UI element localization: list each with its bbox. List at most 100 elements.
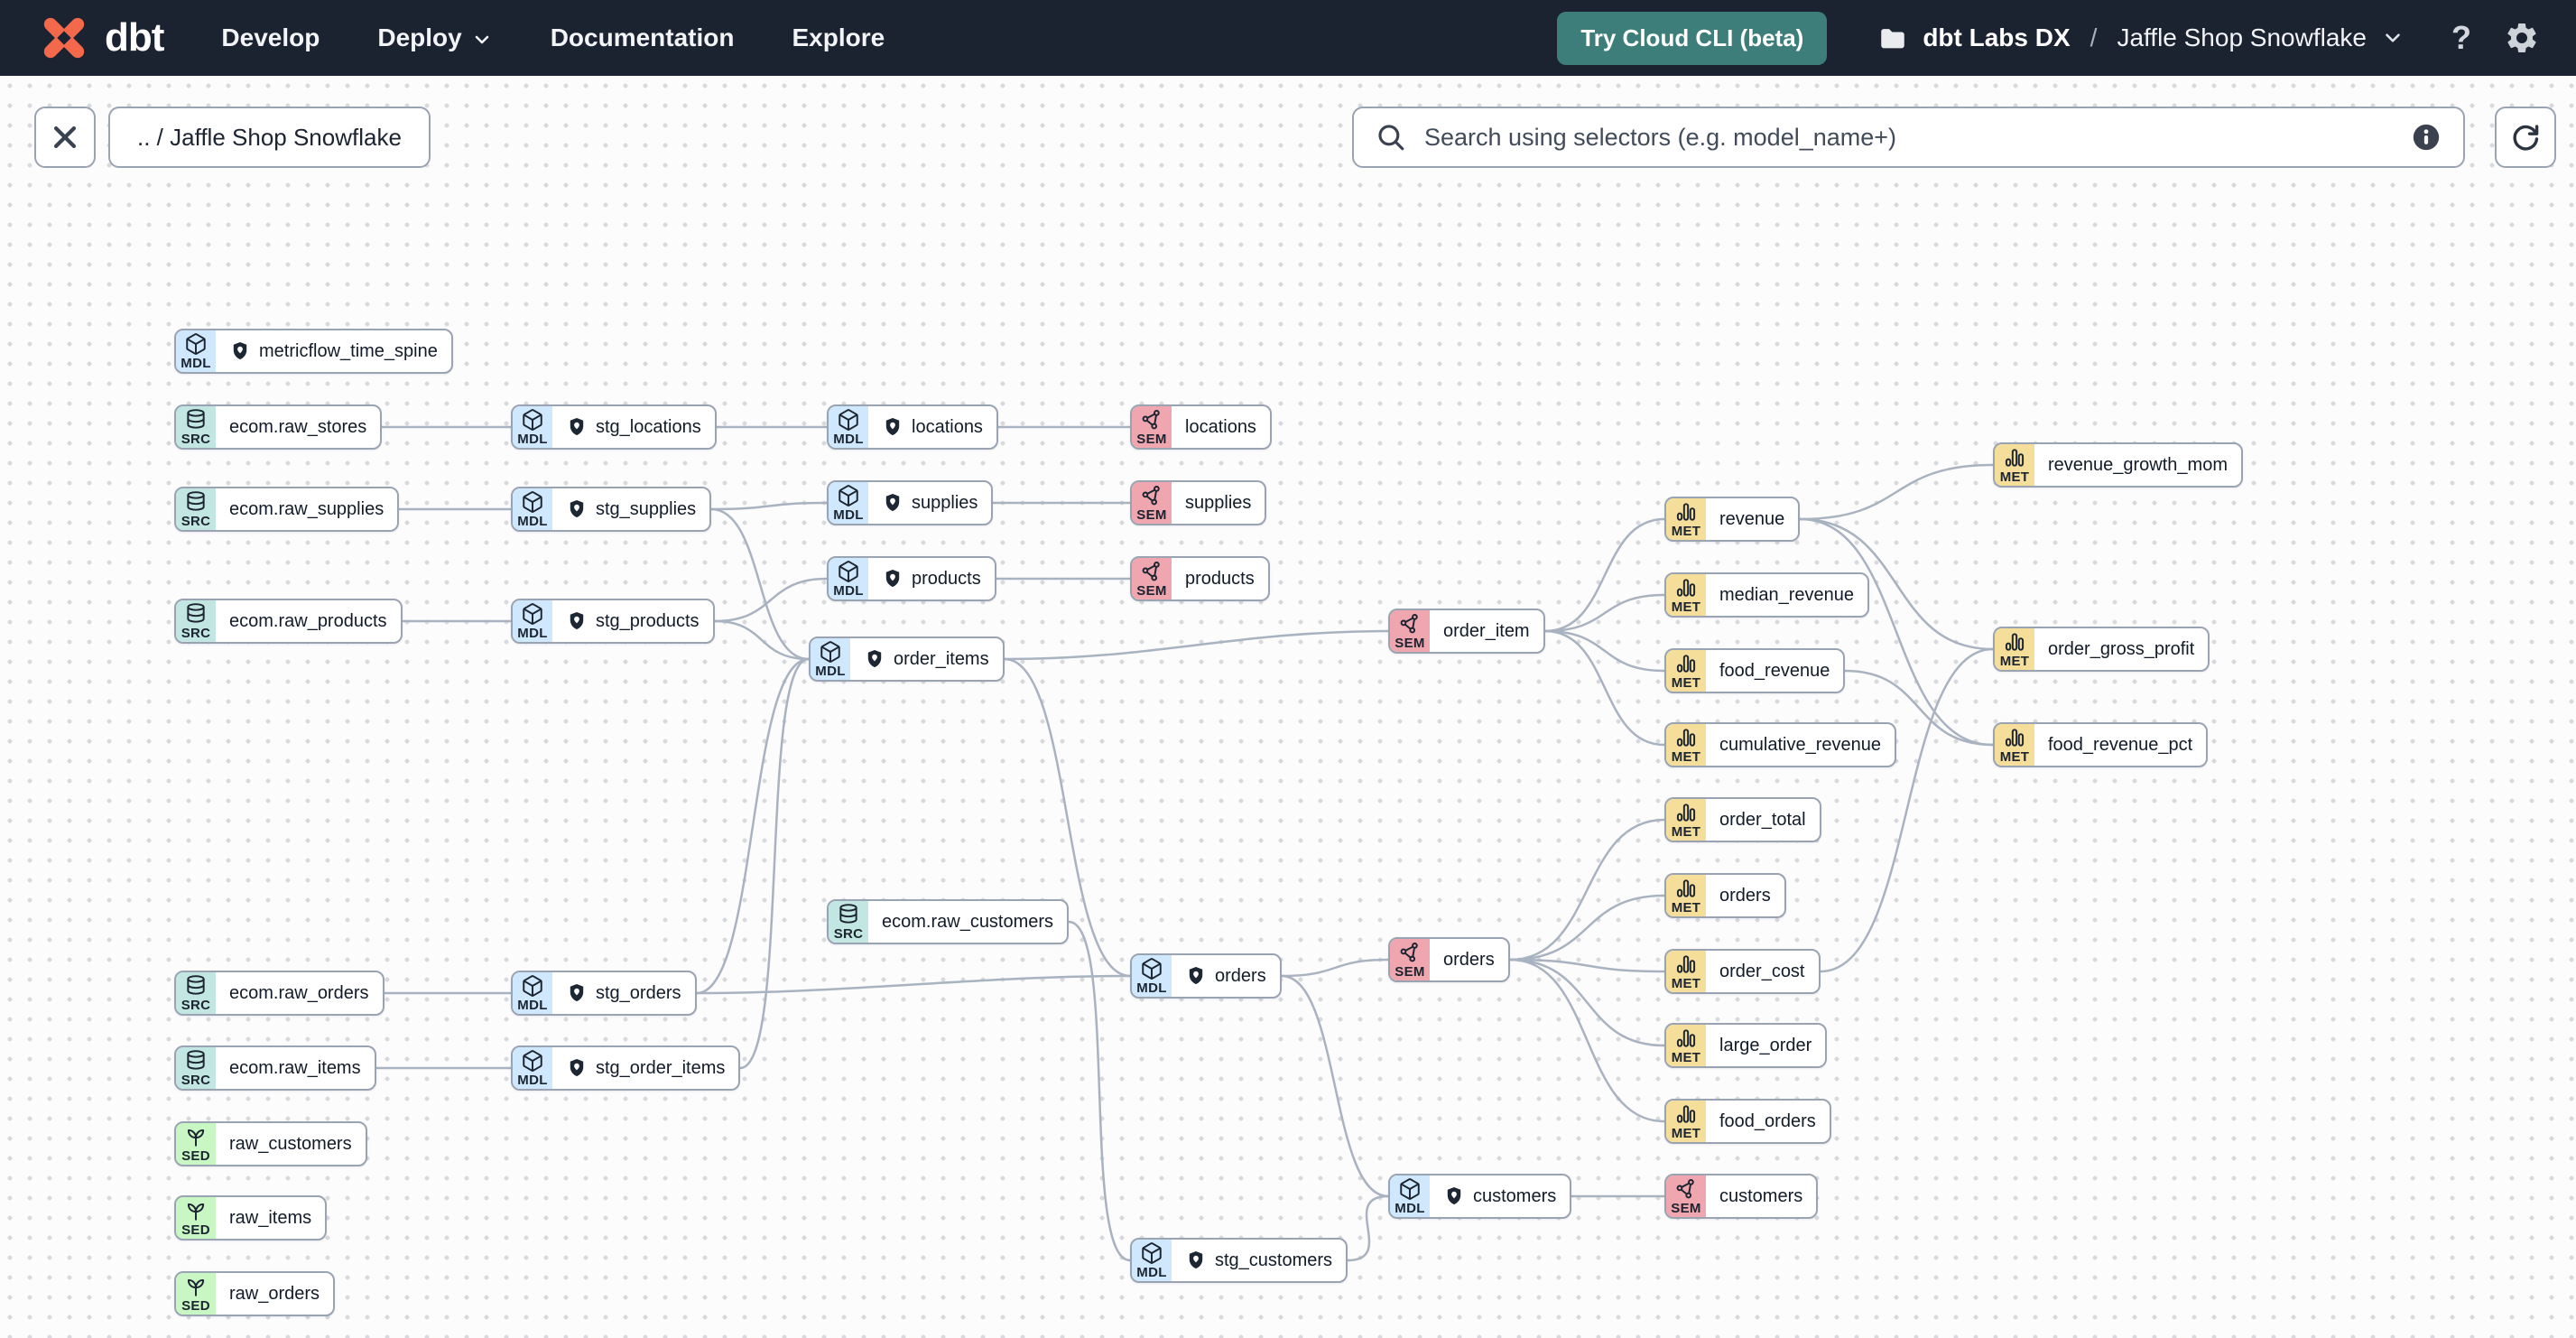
node-label: supplies <box>1185 492 1252 513</box>
node-label: metricflow_time_spine <box>216 330 451 372</box>
nav-deploy[interactable]: Deploy <box>377 23 492 52</box>
node-kind-label: MDL <box>517 626 548 641</box>
info-icon[interactable] <box>2411 122 2442 153</box>
database-icon <box>184 490 208 514</box>
node-label: cumulative_revenue <box>1719 734 1881 755</box>
nav-documentation[interactable]: Documentation <box>550 23 735 51</box>
network-icon <box>1398 941 1422 964</box>
graph-node-supplies_sem[interactable]: SEM supplies <box>1130 480 1267 525</box>
dbt-logo[interactable]: dbt <box>36 10 164 66</box>
node-label: stg_order_items <box>552 1047 738 1089</box>
top-nav-bar: dbt Develop Deploy Documentation Explore… <box>0 0 2576 76</box>
bar-chart-icon <box>2003 630 2026 654</box>
network-icon <box>1140 408 1163 432</box>
node-kind-badge: MDL <box>513 1047 552 1089</box>
node-kind-badge: SRC <box>176 488 216 530</box>
close-icon <box>53 125 77 149</box>
dbt-logo-icon <box>43 17 85 59</box>
network-icon <box>1674 1177 1698 1201</box>
node-kind-label: SRC <box>181 998 211 1013</box>
brand-text: dbt <box>105 15 164 60</box>
seedling-icon <box>184 1275 208 1298</box>
cube-icon <box>1398 1177 1422 1201</box>
node-kind-label: SED <box>181 1148 210 1164</box>
seedling-icon <box>184 1125 208 1148</box>
node-label: locations <box>1185 416 1256 437</box>
graph-node-stg_order_items[interactable]: MDL stg_order_items <box>511 1045 741 1091</box>
node-kind-badge: MDL <box>513 488 552 530</box>
selector-search <box>1352 107 2465 168</box>
search-input[interactable] <box>1422 122 2395 153</box>
cube-icon <box>819 640 842 664</box>
project-name: Jaffle Shop Snowflake <box>2117 23 2367 51</box>
node-kind-badge: SEM <box>1132 482 1172 524</box>
refresh-icon <box>2513 125 2539 151</box>
node-label: customers <box>1430 1175 1570 1217</box>
node-label: raw_orders <box>229 1283 320 1304</box>
cube-icon <box>1140 957 1163 980</box>
node-kind-badge: SEM <box>1390 610 1430 652</box>
breadcrumb[interactable]: .. / Jaffle Shop Snowflake <box>108 107 431 168</box>
node-kind-badge: SEM <box>1390 939 1430 980</box>
gear-icon[interactable] <box>2504 20 2540 56</box>
close-lineage-button[interactable] <box>34 107 96 168</box>
nav-explore[interactable]: Explore <box>792 23 885 51</box>
node-kind-badge: SED <box>176 1123 216 1165</box>
shield-icon <box>1189 967 1203 985</box>
try-cloud-cli-button[interactable]: Try Cloud CLI (beta) <box>1557 11 1828 65</box>
refresh-lineage-button[interactable] <box>2495 107 2556 168</box>
node-kind-label: MDL <box>517 1073 548 1088</box>
cube-icon <box>521 602 544 626</box>
network-icon <box>1398 612 1422 636</box>
help-icon[interactable]: ? <box>2451 19 2471 56</box>
node-kind-label: SRC <box>181 432 211 447</box>
nav-develop[interactable]: Develop <box>221 23 320 51</box>
folder-icon <box>1881 29 1905 49</box>
node-kind-label: MDL <box>517 432 548 447</box>
node-label: products <box>868 558 995 599</box>
project-switcher[interactable]: dbt Labs DX / Jaffle Shop Snowflake <box>1877 23 2405 53</box>
bar-chart-icon <box>1674 1027 1698 1050</box>
node-kind-label: MDL <box>833 583 864 599</box>
